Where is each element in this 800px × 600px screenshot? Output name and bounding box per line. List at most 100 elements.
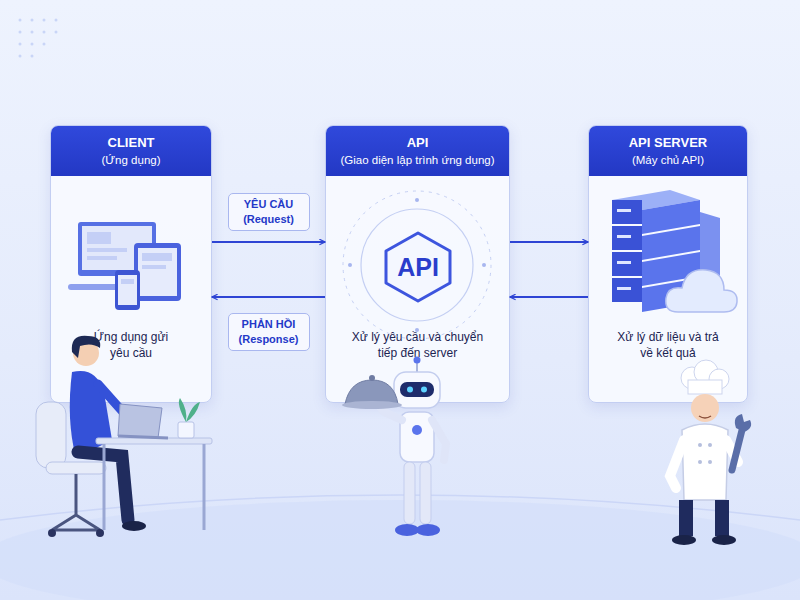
robot-waiter [342, 401, 402, 409]
person-at-desk [52, 474, 100, 530]
client-devices [68, 222, 181, 310]
card-description: Ứng dụng gửi yêu cầu [92, 329, 170, 361]
component-card: API SERVER(Máy chủ API) Xử lý dữ liệu và … [588, 125, 748, 403]
background-glow [0, 495, 800, 600]
background-dots [55, 19, 58, 22]
card-header: API(Giao diện lập trình ứng dụng) [326, 126, 509, 176]
robot-waiter [412, 425, 422, 435]
person-at-desk [122, 521, 146, 531]
server-stack [642, 200, 700, 234]
api-hexagon: API [382, 230, 454, 304]
robot-waiter [407, 387, 413, 393]
chef [709, 369, 729, 389]
server-stack [617, 287, 631, 290]
chef [732, 430, 742, 470]
chef [698, 443, 702, 447]
robot-waiter [378, 404, 402, 420]
client-devices [142, 253, 172, 261]
component-card: API(Giao diện lập trình ứng dụng)Xử lý y… [325, 125, 510, 403]
card-header: CLIENT(Ứng dụng) [51, 126, 211, 176]
background-dots [43, 19, 46, 22]
api-rings [348, 263, 352, 267]
background-dots [19, 19, 58, 58]
cloud [666, 270, 737, 312]
api-rings [343, 191, 491, 339]
card-title: API SERVER [589, 135, 747, 151]
client-devices [134, 243, 181, 301]
person-at-desk [36, 402, 66, 468]
client-devices [68, 284, 164, 290]
background-dots [31, 19, 34, 22]
robot-waiter [432, 420, 446, 460]
server-stack [700, 212, 720, 296]
background-dots [31, 31, 34, 34]
robot-waiter [342, 357, 446, 537]
server-stack [617, 235, 631, 238]
chef [708, 443, 712, 447]
client-devices [121, 279, 134, 284]
chef [694, 360, 718, 384]
flow-arrow [212, 241, 325, 243]
person-at-desk [46, 462, 106, 474]
api-rings [482, 263, 486, 267]
flow-arrow [510, 241, 588, 243]
chef [726, 440, 738, 462]
chef [686, 500, 722, 536]
person-at-desk [98, 384, 134, 420]
client-devices [87, 256, 117, 260]
background-glow [0, 495, 800, 520]
person-at-desk [78, 452, 128, 520]
server-stack [612, 252, 642, 276]
background-dots [19, 55, 22, 58]
person-at-desk [178, 422, 194, 438]
person-at-desk [36, 336, 212, 537]
server-stack [612, 278, 642, 302]
person-at-desk [118, 404, 162, 438]
chef [691, 394, 719, 422]
client-devices [142, 265, 166, 269]
card-description: Xử lý dữ liệu và trả về kết quả [616, 329, 720, 361]
person-at-desk [179, 398, 200, 422]
client-devices [87, 232, 111, 244]
client-devices [87, 248, 127, 252]
server-stack [642, 252, 700, 286]
chef [682, 424, 728, 500]
client-devices [82, 226, 152, 270]
chef [735, 414, 751, 432]
person-at-desk [104, 444, 204, 530]
robot-waiter [414, 357, 421, 364]
robot-waiter [400, 412, 434, 462]
background-dots [31, 43, 34, 46]
api-rings [415, 328, 419, 332]
server-stack [612, 226, 642, 250]
card-title: API [326, 135, 509, 151]
person-at-desk [73, 340, 99, 366]
hexagon-label: API [382, 253, 454, 282]
card-header: API SERVER(Máy chủ API) [589, 126, 747, 176]
api-rings [415, 198, 419, 202]
person-at-desk [96, 529, 104, 537]
edge-label: PHẢN HỒI (Response) [228, 313, 310, 351]
server-stack [642, 226, 700, 260]
flow-arrow [212, 296, 325, 298]
background-dots [19, 19, 22, 22]
background-dots [55, 31, 58, 34]
robot-waiter [421, 387, 427, 393]
robot-waiter [404, 462, 415, 524]
edge-label: YÊU CẦU (Request) [228, 193, 310, 231]
chef [698, 460, 702, 464]
component-card: CLIENT(Ứng dụng) Ứng dụng gửi yêu cầu [50, 125, 212, 403]
robot-waiter [420, 462, 431, 524]
robot-waiter [400, 382, 434, 397]
flow-arrow [510, 296, 588, 298]
person-at-desk [96, 438, 212, 444]
robot-waiter [345, 380, 398, 404]
client-devices [138, 248, 177, 296]
api-rings [343, 191, 491, 339]
chef [681, 367, 703, 389]
client-devices [115, 270, 140, 310]
chef [712, 535, 736, 545]
background-dots [31, 55, 34, 58]
